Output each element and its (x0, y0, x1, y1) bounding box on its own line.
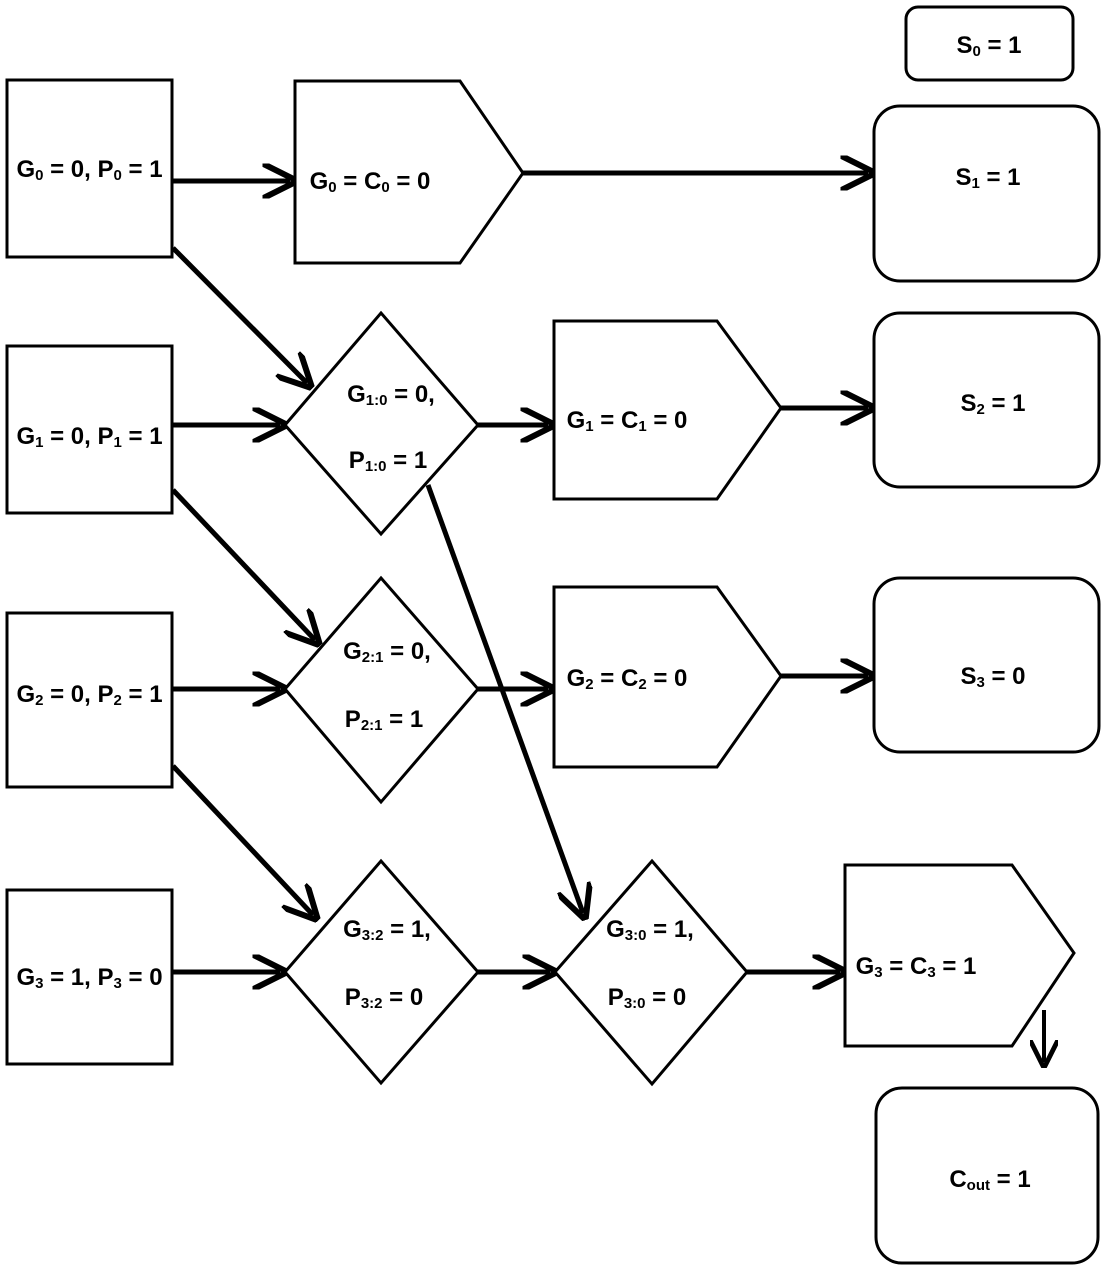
svg-text:S0 = 1: S0 = 1 (956, 32, 1021, 60)
svg-text:G1 = 0, P1 = 1: G1 = 0, P1 = 1 (16, 423, 162, 451)
carry-out: Cout = 1 (874, 1086, 1100, 1265)
sum-s0: S0 = 1 (904, 5, 1075, 82)
combiner-gp-2-1: G2:1 = 0, P2:1 = 1 (283, 575, 480, 805)
svg-text:G1 = C1 = 0: G1 = C1 = 0 (567, 407, 688, 435)
svg-text:G2 = C2 = 0: G2 = C2 = 0 (567, 665, 688, 693)
svg-text:P1:0 = 1: P1:0 = 1 (349, 447, 427, 475)
input-gp-3: G3 = 1, P3 = 0 (5, 888, 174, 1066)
svg-text:G3 = C3 = 1: G3 = C3 = 1 (856, 953, 977, 981)
svg-text:G0 = C0 = 0: G0 = C0 = 0 (310, 168, 431, 196)
carry-c2: G2 = C2 = 0 (552, 585, 783, 769)
carry-c0: G0 = C0 = 0 (293, 79, 525, 265)
svg-text:G1:0 = 0,: G1:0 = 0, (347, 381, 435, 409)
svg-text:G2:1 = 0,: G2:1 = 0, (343, 638, 431, 666)
arrow-gp10-to-gp30 (425, 484, 583, 913)
sum-s3: S3 = 0 (872, 576, 1101, 754)
carry-c3: G3 = C3 = 1 (843, 863, 1076, 1048)
svg-text:S1 = 1: S1 = 1 (955, 164, 1020, 192)
connectors (171, 173, 1044, 1062)
combiner-gp-3-2: G3:2 = 1, P3:2 = 0 (283, 858, 480, 1086)
input-gp-1: G1 = 0, P1 = 1 (5, 344, 174, 515)
svg-text:P2:1 = 1: P2:1 = 1 (345, 706, 423, 734)
svg-text:G0 = 0, P0 = 1: G0 = 0, P0 = 1 (16, 156, 162, 184)
combiner-gp-3-0: G3:0 = 1, P3:0 = 0 (553, 858, 749, 1087)
sum-s1: S1 = 1 (872, 104, 1101, 283)
input-gp-0: G0 = 0, P0 = 1 (5, 78, 174, 259)
svg-text:Cout = 1: Cout = 1 (949, 1166, 1030, 1194)
carry-c1: G1 = C1 = 0 (552, 319, 783, 501)
svg-text:G3:0 = 1,: G3:0 = 1, (606, 916, 694, 944)
svg-text:S3 = 0: S3 = 0 (960, 663, 1025, 691)
svg-text:G3 = 1, P3 = 0: G3 = 1, P3 = 0 (16, 964, 162, 992)
svg-text:G3:2 = 1,: G3:2 = 1, (343, 916, 431, 944)
svg-text:S2 = 1: S2 = 1 (960, 390, 1025, 418)
svg-text:P3:0 = 0: P3:0 = 0 (608, 984, 686, 1012)
input-gp-2: G2 = 0, P2 = 1 (5, 611, 174, 789)
combiner-gp-1-0: G1:0 = 0, P1:0 = 1 (283, 310, 480, 537)
arrow-g2-to-gp32 (171, 764, 313, 915)
svg-text:G2 = 0, P2 = 1: G2 = 0, P2 = 1 (16, 681, 162, 709)
arrow-g1-to-gp21 (171, 488, 315, 640)
sum-s2: S2 = 1 (872, 311, 1101, 489)
svg-text:P3:2 = 0: P3:2 = 0 (345, 984, 423, 1012)
arrow-g0-to-gp10 (171, 246, 307, 383)
